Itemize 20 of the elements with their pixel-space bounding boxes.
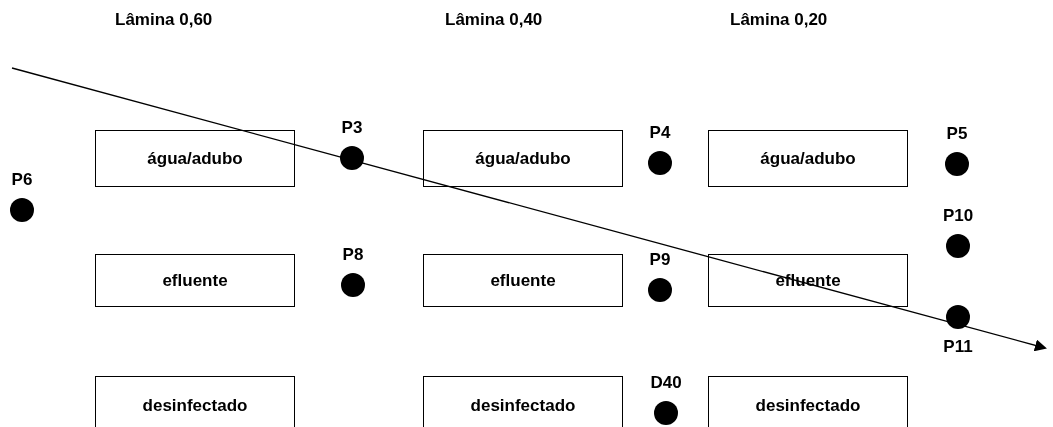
point-label: P6: [11, 170, 33, 190]
point-label: P3: [341, 118, 363, 138]
plot-box: desinfectado: [423, 376, 623, 427]
point-label: D40: [650, 373, 682, 393]
point-label: P8: [342, 245, 364, 265]
plot-box: efluente: [95, 254, 295, 307]
column-heading: Lâmina 0,60: [115, 10, 213, 30]
plot-box: água/adubo: [423, 130, 623, 187]
plot-box: efluente: [423, 254, 623, 307]
plot-box: desinfectado: [708, 376, 908, 427]
point-label: P10: [942, 206, 974, 226]
point-label: P9: [649, 250, 671, 270]
column-heading: Lâmina 0,40: [445, 10, 543, 30]
point-label: P5: [946, 124, 968, 144]
column-heading: Lâmina 0,20: [730, 10, 828, 30]
plot-box: água/adubo: [95, 130, 295, 187]
plot-box: água/adubo: [708, 130, 908, 187]
plot-box: desinfectado: [95, 376, 295, 427]
point-label: P11: [943, 337, 973, 357]
point-label: P4: [649, 123, 671, 143]
